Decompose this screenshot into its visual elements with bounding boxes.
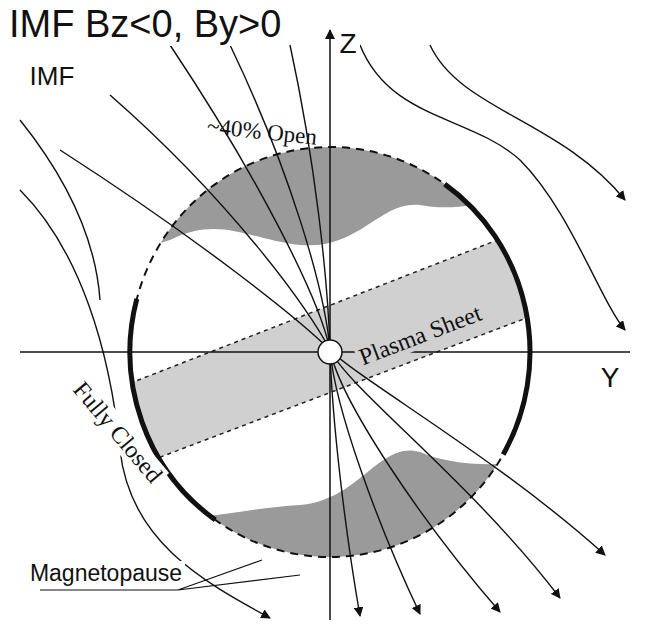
region-label: IMF: [27, 62, 78, 91]
region-label: ~40% Open: [203, 113, 321, 150]
field-lines: [20, 45, 625, 618]
open-region: [100, 100, 600, 262]
diagram-title: IMF Bz<0, By>0: [6, 4, 284, 46]
closed-boundary: [130, 299, 215, 520]
magnetopause-outline: [130, 147, 530, 557]
callout-label: Magnetopause: [27, 561, 185, 586]
axis-label: Y: [598, 363, 623, 394]
earth: [318, 340, 342, 364]
regions: [100, 100, 600, 600]
axis-label: Z: [336, 29, 359, 60]
